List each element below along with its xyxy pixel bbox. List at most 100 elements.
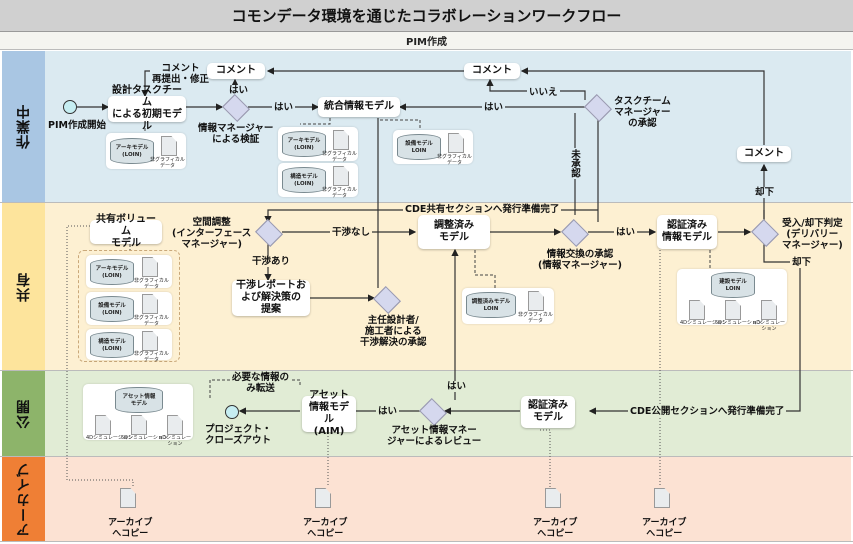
- doc-label: 5Dシミュレーション: [121, 435, 168, 441]
- doc-label: 非グラフィカル データ: [437, 154, 472, 166]
- lane-label: 作業中: [15, 104, 32, 149]
- lead-approval-gateway[interactable]: [374, 287, 398, 311]
- accept-reject-gateway[interactable]: [752, 220, 776, 244]
- doc-label: 4Dシミュレーション: [86, 435, 133, 441]
- start-event[interactable]: [63, 100, 77, 114]
- certified-info-model-node[interactable]: 認証済み 情報モデル: [657, 215, 717, 249]
- document-icon: [142, 257, 158, 277]
- lane-label: 公開: [15, 398, 32, 429]
- aim-node[interactable]: アセット 情報モデル (AIM): [302, 390, 356, 437]
- end-event[interactable]: [225, 405, 239, 419]
- phase-header: PIM作成: [0, 32, 853, 50]
- unapproved-label: 未承認: [569, 148, 580, 179]
- doc-label: 非グラフィカル データ: [322, 151, 357, 163]
- lead-approval-label: 主任設計者/ 施工者による 干渉解決の承認: [358, 315, 429, 348]
- exchange-gateway[interactable]: [562, 220, 586, 244]
- cde-publish-ready-label: CDE公開セクションへ発行準備完了: [628, 406, 787, 417]
- document-icon: [689, 300, 705, 320]
- card-initial-arch: アーキモデル (LOIN) 非グラフィカル データ: [106, 133, 186, 169]
- document-icon: [761, 300, 777, 320]
- document-icon: [725, 300, 741, 320]
- asset-review-label: アセット情報マネー ジャーによるレビュー: [385, 425, 484, 447]
- coord-model-card: 調整済みモデル LOIN 非グラフィカル データ: [462, 288, 554, 324]
- lane-label: 共有: [15, 271, 32, 302]
- archive-copy-1: アーカイブ へコピー: [108, 518, 153, 539]
- document-icon: [528, 291, 544, 311]
- coordinated-model-node[interactable]: 調整済み モデル: [418, 215, 490, 249]
- comment-node-2[interactable]: コメント: [464, 63, 520, 79]
- clash-gateway[interactable]: [256, 220, 280, 244]
- database-icon: 設備モデル LOIN: [397, 134, 441, 160]
- doc-label: 非グラフィカル データ: [322, 187, 357, 199]
- yes-label-3: はい: [482, 102, 506, 113]
- close-out-label: プロジェクト・ クローズアウト: [203, 424, 274, 446]
- doc-label: nDシミュレーション: [753, 320, 785, 332]
- vol-card-arch: アーキモデル (LOIN) 非グラフィカル データ: [86, 255, 172, 290]
- clash-report-node[interactable]: 干渉レポートお よび解決策の 提案: [232, 280, 310, 316]
- archive-doc-icon-2: [315, 488, 331, 508]
- vol-card-struct: 構造モデル (LOIN) 非グラフィカル データ: [86, 329, 172, 363]
- archive-doc-icon-1: [120, 488, 136, 508]
- database-icon: アーキモデル (LOIN): [110, 138, 154, 164]
- archive-copy-4: アーカイブ へコピー: [642, 518, 687, 539]
- diagram-title: コモンデータ環境を通じたコラボレーションワークフロー: [0, 0, 853, 32]
- database-icon: 設備モデル (LOIN): [90, 296, 134, 322]
- vol-card-mep: 設備モデル (LOIN) 非グラフィカル データ: [86, 292, 172, 327]
- card-mep: 設備モデル LOIN 非グラフィカル データ: [393, 130, 473, 166]
- database-icon: 調整済みモデル LOIN: [466, 292, 516, 318]
- federated-model-node[interactable]: 統合情報モデル: [318, 97, 400, 117]
- document-icon: [131, 415, 147, 435]
- initial-model-node[interactable]: 設計タスクチーム による初期モデル: [108, 85, 186, 132]
- document-icon: [161, 136, 177, 156]
- database-icon: アーキモデル (LOIN): [90, 259, 134, 285]
- shared-volume-node[interactable]: 共有ボリューム モデル: [90, 214, 162, 249]
- volume-group-box: [78, 250, 180, 362]
- card-federated-arch: アーキモデル (LOIN) 非グラフィカル データ: [278, 127, 358, 163]
- doc-label: 非グラフィカル データ: [518, 312, 553, 324]
- lane-header-share: 共有: [2, 203, 45, 370]
- clash-yes-label: 干渉あり: [250, 256, 293, 267]
- accept-reject-label: 受入/却下判定 (デリバリー マネージャー): [780, 218, 845, 251]
- comment-node-1[interactable]: コメント: [207, 63, 265, 79]
- task-manager-approval-label: タスクチーム マネージャー の承認: [612, 96, 673, 129]
- database-icon: アセット情報 モデル: [115, 387, 163, 413]
- archive-copy-3: アーカイブ へコピー: [533, 518, 578, 539]
- document-icon: [333, 166, 349, 186]
- doc-label: 非グラフィカル データ: [150, 157, 185, 169]
- lane-header-archive: アーカイブ: [2, 457, 45, 541]
- document-icon: [448, 133, 464, 153]
- database-icon: アーキモデル (LOIN): [282, 131, 326, 157]
- reject-label-work: 却下: [753, 187, 777, 198]
- card-federated-struct: 構造モデル (LOIN) 非グラフィカル データ: [278, 163, 358, 199]
- yes-label-1: はい: [227, 85, 251, 96]
- verify-gateway[interactable]: [223, 95, 247, 119]
- exchange-approval-label: 情報交換の承認 (情報マネージャー): [536, 249, 625, 271]
- archive-copy-2: アーカイブ へコピー: [303, 518, 348, 539]
- doc-label: 4Dシミュレーション: [680, 320, 727, 326]
- doc-label: 5Dシミュレーション: [715, 320, 762, 326]
- database-icon: 建設モデル LOIN: [711, 272, 755, 298]
- comment-resubmit-label: コメント 再提出・修正: [150, 63, 212, 85]
- lane-label: アーカイブ: [15, 461, 32, 537]
- document-icon: [167, 415, 183, 435]
- no-label: いいえ: [527, 87, 560, 98]
- lane-header-publish: 公開: [2, 371, 45, 456]
- doc-label: 非グラフィカル データ: [134, 315, 169, 327]
- yes-label-2: はい: [272, 102, 296, 113]
- database-icon: 構造モデル (LOIN): [282, 167, 326, 193]
- certified-model-node[interactable]: 認証済み モデル: [521, 396, 575, 428]
- document-icon: [142, 331, 158, 351]
- cde-shared-ready-label: CDE共有セクションへ発行準備完了: [403, 204, 562, 215]
- task-manager-gateway[interactable]: [585, 95, 609, 119]
- asset-model-card: アセット情報 モデル 4Dシミュレーション 5Dシミュレーション nDシミュレー…: [83, 384, 193, 447]
- comment-node-3[interactable]: コメント: [737, 146, 791, 162]
- document-icon: [333, 130, 349, 150]
- transfer-only-label: 必要な情報の み転送: [230, 372, 292, 394]
- yes-label-publish-2: はい: [445, 381, 469, 392]
- document-icon: [95, 415, 111, 435]
- asset-review-gateway[interactable]: [420, 399, 444, 423]
- lane-body-archive: [45, 457, 851, 541]
- database-icon: 構造モデル (LOIN): [90, 332, 134, 358]
- clash-no-label: 干渉なし: [330, 227, 373, 238]
- reject-label-share: 却下: [790, 257, 814, 268]
